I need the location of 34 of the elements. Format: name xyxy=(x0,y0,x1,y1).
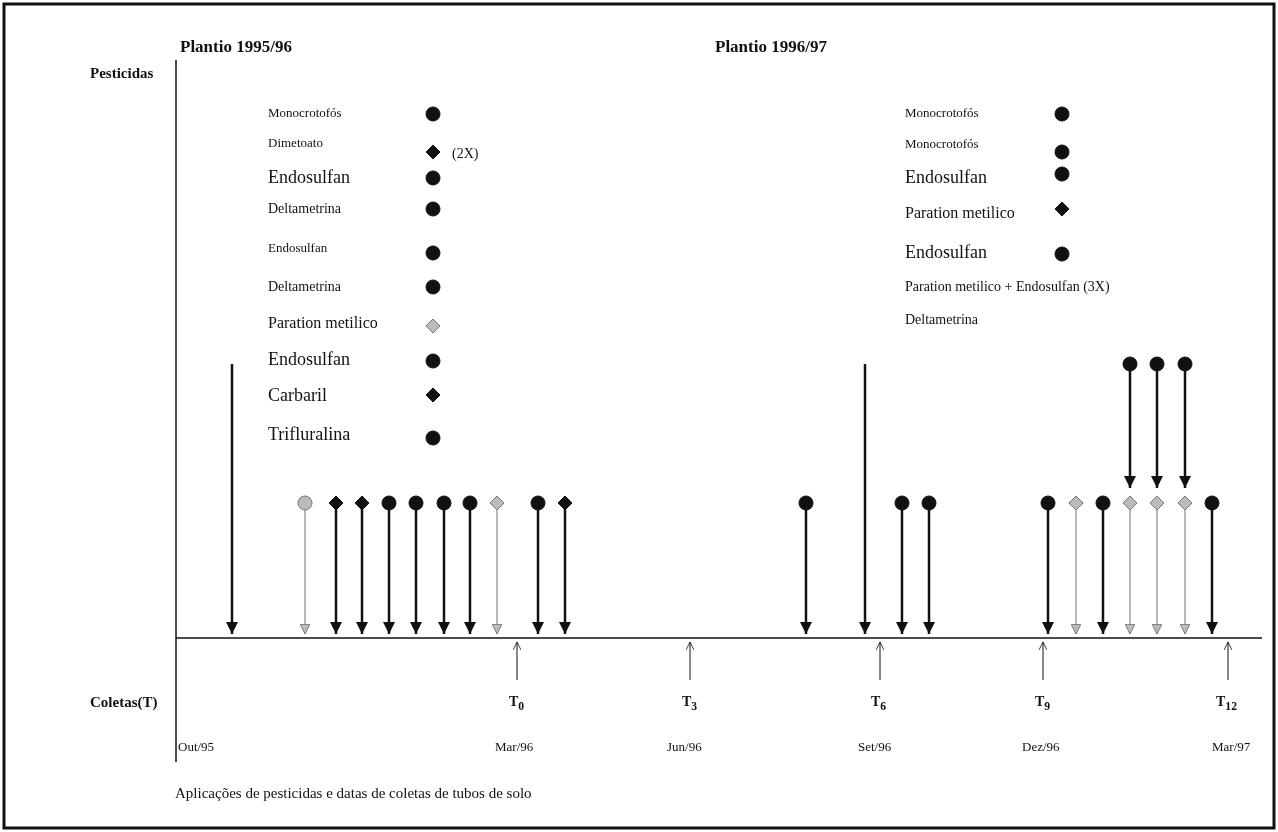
collection-label: T$_{0}$ xyxy=(509,695,525,713)
pesticide-name: Trifluralina xyxy=(268,425,351,443)
repeat-note: (2X) xyxy=(452,147,479,161)
collection-label: T$_{3}$ xyxy=(682,695,698,713)
axis-label: Pesticidas xyxy=(90,66,154,81)
pesticide-name: Endosulfan xyxy=(268,350,350,368)
collection-label: T$_{6}$ xyxy=(871,695,887,713)
pesticide-name: Deltametrina xyxy=(268,280,342,294)
pesticide-name: Monocrotofós xyxy=(905,106,979,119)
pesticide-name: Dimetoato xyxy=(268,136,323,149)
pesticide-name: Paration metilico xyxy=(268,315,378,331)
date-label: Dez/96 xyxy=(1022,740,1060,753)
pesticide-name: Endosulfan xyxy=(268,168,350,186)
pesticide-name: Endosulfan xyxy=(905,168,987,186)
pesticide-name: Carbaril xyxy=(268,386,327,404)
pesticide-name: Monocrotofós xyxy=(268,106,342,119)
pesticide-name: Deltametrina xyxy=(905,313,979,327)
pesticide-name: Paration metilico + Endosulfan (3X) xyxy=(905,280,1110,294)
date-label: Mar/97 xyxy=(1212,740,1251,753)
season-heading: Plantio 1996/97 xyxy=(715,38,827,55)
pesticide-name: Monocrotofós xyxy=(905,137,979,150)
date-label: Mar/96 xyxy=(495,740,534,753)
season-heading: Plantio 1995/96 xyxy=(180,38,292,55)
pesticide-name: Paration metilico xyxy=(905,205,1015,221)
pesticide-name: Endosulfan xyxy=(905,243,987,261)
collection-label: T$_{12}$ xyxy=(1216,695,1237,713)
pesticide-name: Endosulfan xyxy=(268,241,328,254)
date-label: Set/96 xyxy=(858,740,892,753)
axis-label: Coletas(T) xyxy=(90,695,158,710)
caption: Aplicações de pesticidas e datas de coletas de tubos de solo xyxy=(175,786,532,801)
date-label: Out/95 xyxy=(178,740,215,753)
date-label: Jun/96 xyxy=(667,740,702,753)
pesticide-name: Deltametrina xyxy=(268,202,342,216)
collection-label: T$_{9}$ xyxy=(1035,695,1051,713)
